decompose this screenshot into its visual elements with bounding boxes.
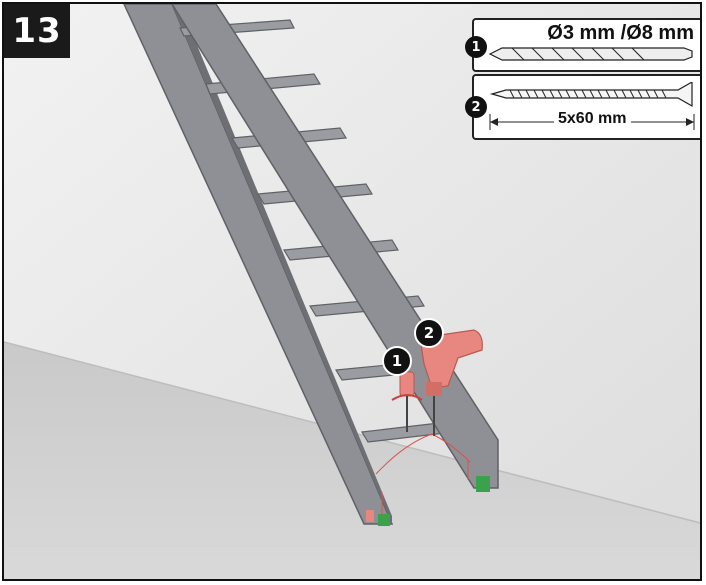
screw-spec-number: 2 xyxy=(465,96,487,118)
screw-icon xyxy=(488,82,696,110)
scene-hammer-drill-badge: 2 xyxy=(414,318,444,348)
scene-drill-badge: 1 xyxy=(382,346,412,376)
drill-spec-number: 1 xyxy=(465,36,487,58)
screw-size: 5x60 mm xyxy=(554,110,631,128)
drill-bit-spec: 1 Ø3 mm /Ø8 mm xyxy=(472,18,702,72)
drill-bit-size: Ø3 mm /Ø8 mm xyxy=(547,22,694,45)
screw-spec: 2 5x60 mm xyxy=(472,74,702,140)
drill-bit-icon xyxy=(488,46,694,62)
step-number: 13 xyxy=(4,4,70,58)
